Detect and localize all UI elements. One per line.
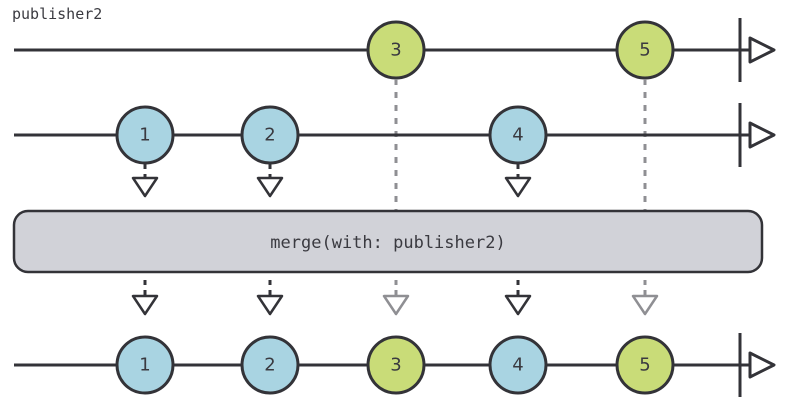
marble-value: 2 — [264, 125, 275, 146]
operator-label: merge(with: publisher2) — [270, 233, 505, 253]
output-connector — [382, 280, 410, 316]
connector-arrowhead — [631, 294, 659, 316]
marble-circle[interactable] — [615, 335, 675, 395]
event-marble[interactable]: 1 — [115, 105, 175, 165]
marble-circle[interactable] — [366, 335, 426, 395]
marble-value: 4 — [512, 355, 523, 376]
input-connector — [256, 164, 284, 198]
timeline-arrowhead — [748, 36, 776, 64]
marble-circle[interactable] — [115, 335, 175, 395]
marble-value: 1 — [139, 355, 150, 376]
marble-value: 4 — [512, 125, 523, 146]
event-marble[interactable]: 3 — [366, 335, 426, 395]
event-marble[interactable]: 2 — [240, 335, 300, 395]
output-connector — [256, 280, 284, 316]
input-connector — [131, 164, 159, 198]
connector-arrowhead — [504, 294, 532, 316]
marble-value: 5 — [639, 355, 650, 376]
marble-circle[interactable] — [240, 335, 300, 395]
marble-value: 3 — [390, 355, 401, 376]
connector-arrowhead — [131, 294, 159, 316]
marble-value: 3 — [390, 40, 401, 61]
connector-arrowhead — [504, 176, 532, 198]
connector-arrowhead — [256, 294, 284, 316]
marble-circle[interactable] — [615, 20, 675, 80]
marble-circle[interactable] — [240, 105, 300, 165]
timeline-arrowhead — [748, 351, 776, 379]
event-marble[interactable]: 2 — [240, 105, 300, 165]
event-marble[interactable]: 5 — [615, 335, 675, 395]
event-marble[interactable]: 4 — [488, 335, 548, 395]
marble-value: 2 — [264, 355, 275, 376]
timeline-publisher2: 3 5 — [14, 18, 776, 82]
connector-arrowhead — [256, 176, 284, 198]
operator-box[interactable]: merge(with: publisher2) — [12, 209, 764, 274]
output-connector — [131, 280, 159, 316]
publisher2-label: publisher2 — [12, 5, 102, 23]
event-marble[interactable]: 4 — [488, 105, 548, 165]
marble-circle[interactable] — [488, 335, 548, 395]
output-connector — [631, 280, 659, 316]
connector-arrowhead — [131, 176, 159, 198]
timeline-publisher1: 1 2 4 — [14, 103, 776, 167]
timeline-merged-output: 1 2 3 4 5 — [14, 333, 776, 397]
event-marble[interactable]: 3 — [366, 20, 426, 80]
timeline-arrowhead — [748, 121, 776, 149]
marble-circle[interactable] — [115, 105, 175, 165]
event-marble[interactable]: 1 — [115, 335, 175, 395]
marble-value: 5 — [639, 40, 650, 61]
operator-box-shape[interactable] — [12, 209, 764, 274]
event-marble[interactable]: 5 — [615, 20, 675, 80]
connector-arrowhead — [382, 294, 410, 316]
marble-circle[interactable] — [488, 105, 548, 165]
input-connector — [504, 164, 532, 198]
marble-circle[interactable] — [366, 20, 426, 80]
marble-value: 1 — [139, 125, 150, 146]
output-connector — [504, 280, 532, 316]
